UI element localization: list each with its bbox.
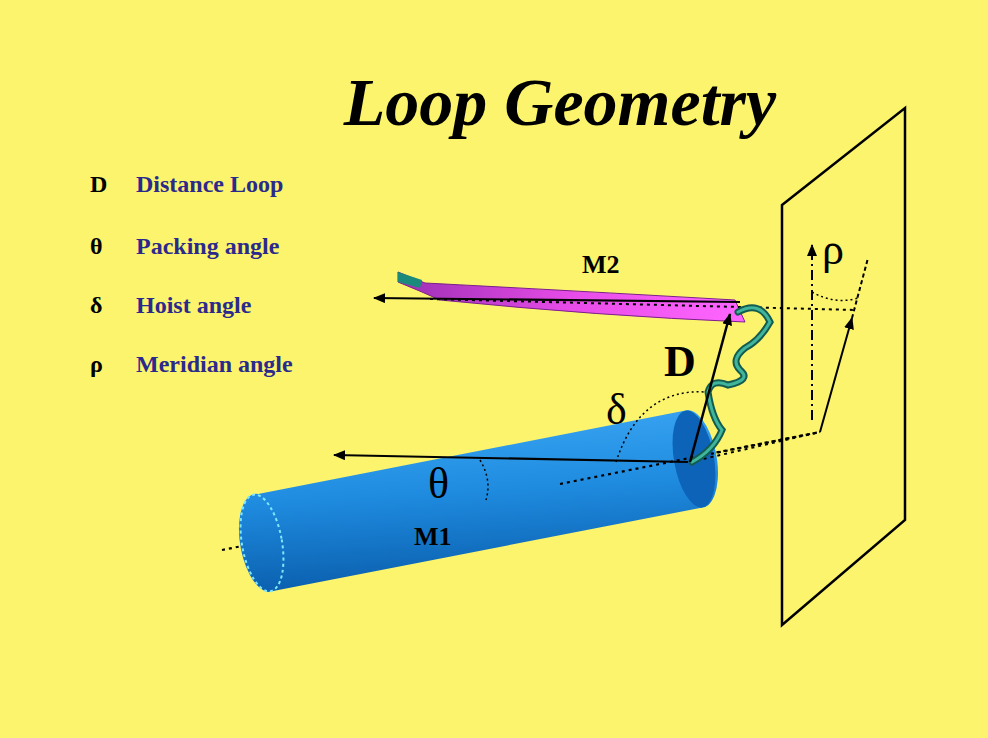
title: Loop Geometry (344, 68, 776, 136)
legend-text: Packing angle (136, 234, 279, 258)
legend-symbol: θ (90, 234, 103, 258)
strand-ribbon (398, 272, 745, 322)
angle-symbol: δ (606, 388, 627, 432)
legend-symbol: δ (90, 293, 102, 317)
strand-label: M2 (582, 252, 620, 278)
legend-text: Hoist angle (136, 293, 251, 317)
legend-symbol: D (90, 172, 107, 196)
legend-text: Meridian angle (136, 352, 293, 376)
projection-plane (782, 108, 905, 625)
legend-text: Distance Loop (136, 172, 283, 196)
helix-cylinder (234, 407, 722, 594)
legend-symbol: ρ (90, 352, 103, 376)
distance-symbol: D (664, 340, 696, 384)
angle-symbol: ρ (822, 228, 844, 272)
angle-symbol: θ (428, 462, 449, 506)
distance-vector (690, 314, 730, 462)
helix-label: M1 (414, 524, 452, 550)
loop-tube (692, 308, 770, 462)
